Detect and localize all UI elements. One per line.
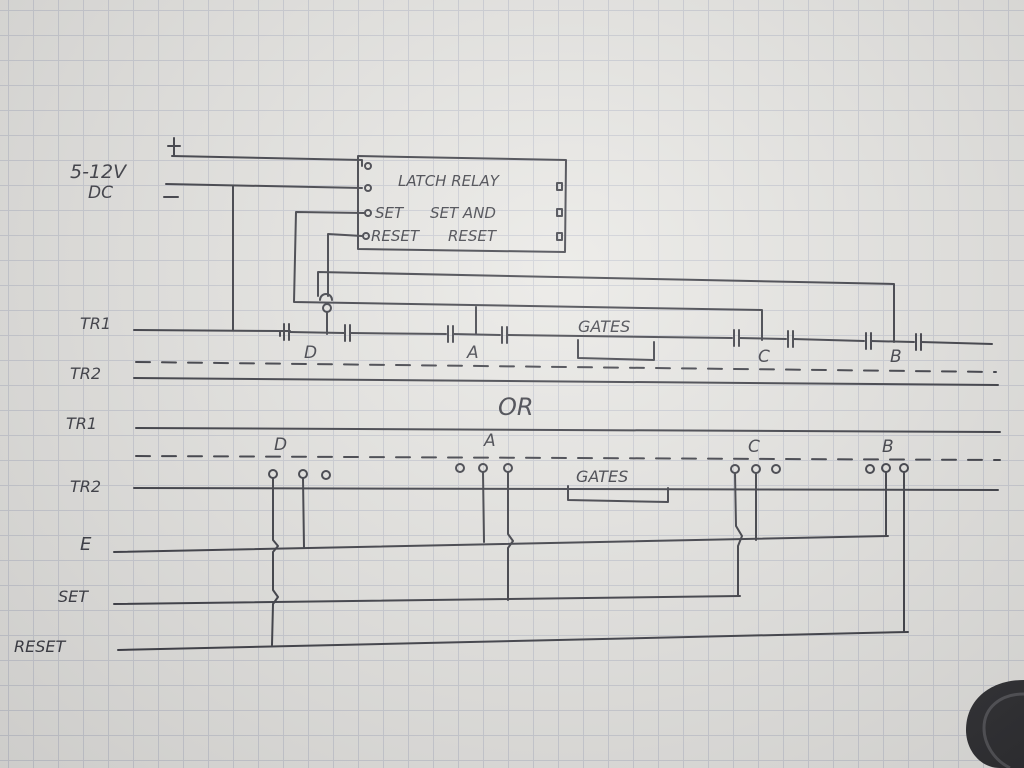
tr2-dashed-lower (135, 455, 1001, 461)
relay-pin-set (364, 209, 372, 217)
e-bus-label: E (80, 534, 92, 555)
relay-control-wires (293, 211, 895, 343)
tr1-rail-lower (135, 427, 1001, 433)
cable-object (966, 680, 1024, 768)
relay-box (357, 155, 567, 253)
contact-a-2 (478, 463, 488, 473)
node-c-lower: C (748, 437, 760, 457)
contact-b-3 (899, 463, 909, 473)
tr1-seg-8 (870, 340, 915, 343)
latch-relay (357, 155, 567, 253)
junction-d (322, 303, 332, 313)
tr1-label-upper: TR1 (80, 314, 111, 333)
set-bus (113, 595, 741, 605)
reset-bus-label: RESET (14, 637, 66, 656)
gates-bracket-upper (577, 339, 655, 361)
relay-set-note: SET AND (430, 204, 496, 222)
tr2-dashed-upper (135, 361, 997, 373)
tr1-seg-9 (920, 341, 993, 345)
node-a-upper: A (466, 343, 479, 363)
plus-wire (171, 155, 363, 167)
tr1-seg-7 (792, 338, 865, 342)
drop-a-set (507, 471, 514, 601)
e-bus (113, 535, 889, 553)
node-c-upper: C (758, 347, 770, 367)
relay-pin-right-2 (556, 208, 563, 217)
drop-d-e (302, 477, 305, 549)
labels: 5-12V DC LATCH RELAY SET SET AND RESET R… (14, 161, 902, 656)
top-bus-to-b (317, 271, 895, 343)
drop-a-e (482, 471, 485, 543)
crossover-hop (319, 293, 333, 301)
tr1-seg-3 (349, 332, 447, 335)
set-wire (293, 211, 763, 341)
gates-bracket-lower (567, 485, 669, 503)
tr1-seg-1 (133, 329, 281, 337)
drop-d-reset (271, 477, 279, 646)
relay-set-label: SET (375, 204, 405, 222)
relay-title: LATCH RELAY (398, 172, 501, 190)
node-a-lower: A (483, 431, 496, 451)
relay-pin-reset (362, 232, 370, 240)
set-bus-label: SET (58, 587, 89, 606)
reset-wire (327, 233, 363, 297)
node-b-lower: B (882, 437, 894, 457)
relay-pin-minus (364, 184, 372, 192)
relay-pin-right-1 (556, 182, 563, 191)
tr2-rail-lower (133, 487, 999, 491)
tr1-rail-upper (133, 323, 993, 361)
tr1-seg-4 (452, 333, 501, 336)
contact-c-2 (751, 464, 761, 474)
supply-wires (163, 137, 363, 331)
tr2-label-upper: TR2 (70, 364, 101, 383)
tr2-rail-upper (133, 377, 999, 386)
contacts (268, 463, 909, 480)
relay-pin-plus (364, 162, 372, 170)
node-d-upper: D (304, 343, 317, 363)
contact-c-3 (771, 464, 781, 474)
contact-c-1 (730, 464, 740, 474)
tr1-seg-5 (506, 334, 733, 339)
supply-voltage-label: 5-12V (70, 161, 128, 183)
relay-reset-note: RESET (448, 227, 498, 245)
node-b-upper: B (890, 347, 902, 367)
tr1-seg-2 (288, 331, 345, 334)
contact-b-2 (881, 463, 891, 473)
tr1-seg-6 (738, 337, 787, 340)
node-d-lower: D (274, 435, 287, 455)
relay-pin-right-3 (556, 232, 563, 241)
contact-b-1 (865, 464, 875, 474)
tr2-label-lower: TR2 (70, 477, 101, 496)
gates-label-lower: GATES (576, 467, 628, 486)
or-label: OR (498, 393, 534, 421)
relay-reset-label: RESET (371, 227, 421, 245)
contact-d-1 (268, 469, 278, 479)
contact-drops (271, 471, 905, 646)
gates-label-upper: GATES (578, 317, 630, 336)
tr1-label-lower: TR1 (66, 414, 97, 433)
reset-bus (117, 631, 909, 651)
contact-d-2 (298, 469, 308, 479)
drop-c-set (734, 472, 743, 597)
contact-a-3 (503, 463, 513, 473)
contact-d-3 (321, 470, 331, 480)
minus-wire (165, 183, 363, 189)
contact-a-1 (455, 463, 465, 473)
supply-type-label: DC (88, 183, 113, 203)
